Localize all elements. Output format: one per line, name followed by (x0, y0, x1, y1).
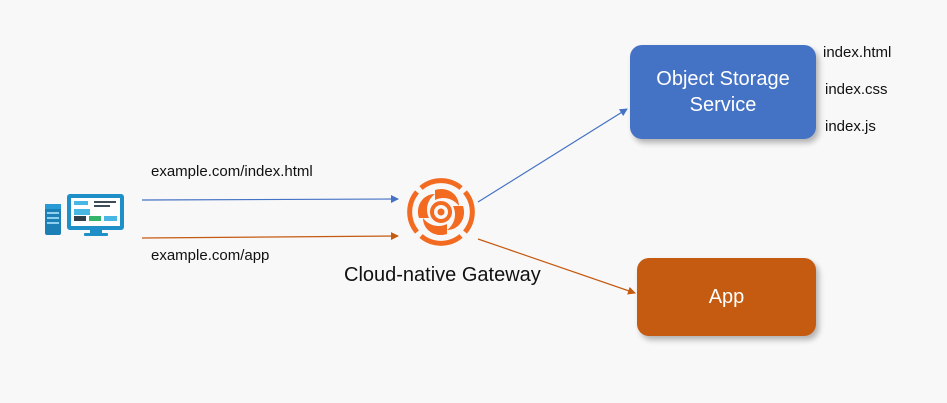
app-box: App (637, 258, 816, 336)
static-route-label: example.com/index.html (151, 163, 313, 180)
file-index-html: index.html (823, 44, 892, 61)
desktop-computer-icon (45, 194, 124, 236)
gateway-to-app-arrow (477, 238, 636, 295)
file-index-css: index.css (825, 81, 888, 98)
object-storage-service-box: Object Storage Service (630, 45, 816, 139)
cloud-native-gateway-icon (407, 178, 475, 246)
gateway-label: Cloud-native Gateway (344, 264, 541, 286)
app-label: App (708, 286, 745, 308)
gateway-to-storage-arrow (477, 108, 628, 203)
file-index-js: index.js (825, 118, 876, 135)
app-route-label: example.com/app (151, 247, 270, 264)
app-route-arrow (141, 232, 399, 241)
storage-title-line-2: Service (689, 94, 757, 116)
storage-title-line-1: Object Storage (656, 68, 790, 90)
static-route-arrow (141, 195, 399, 204)
